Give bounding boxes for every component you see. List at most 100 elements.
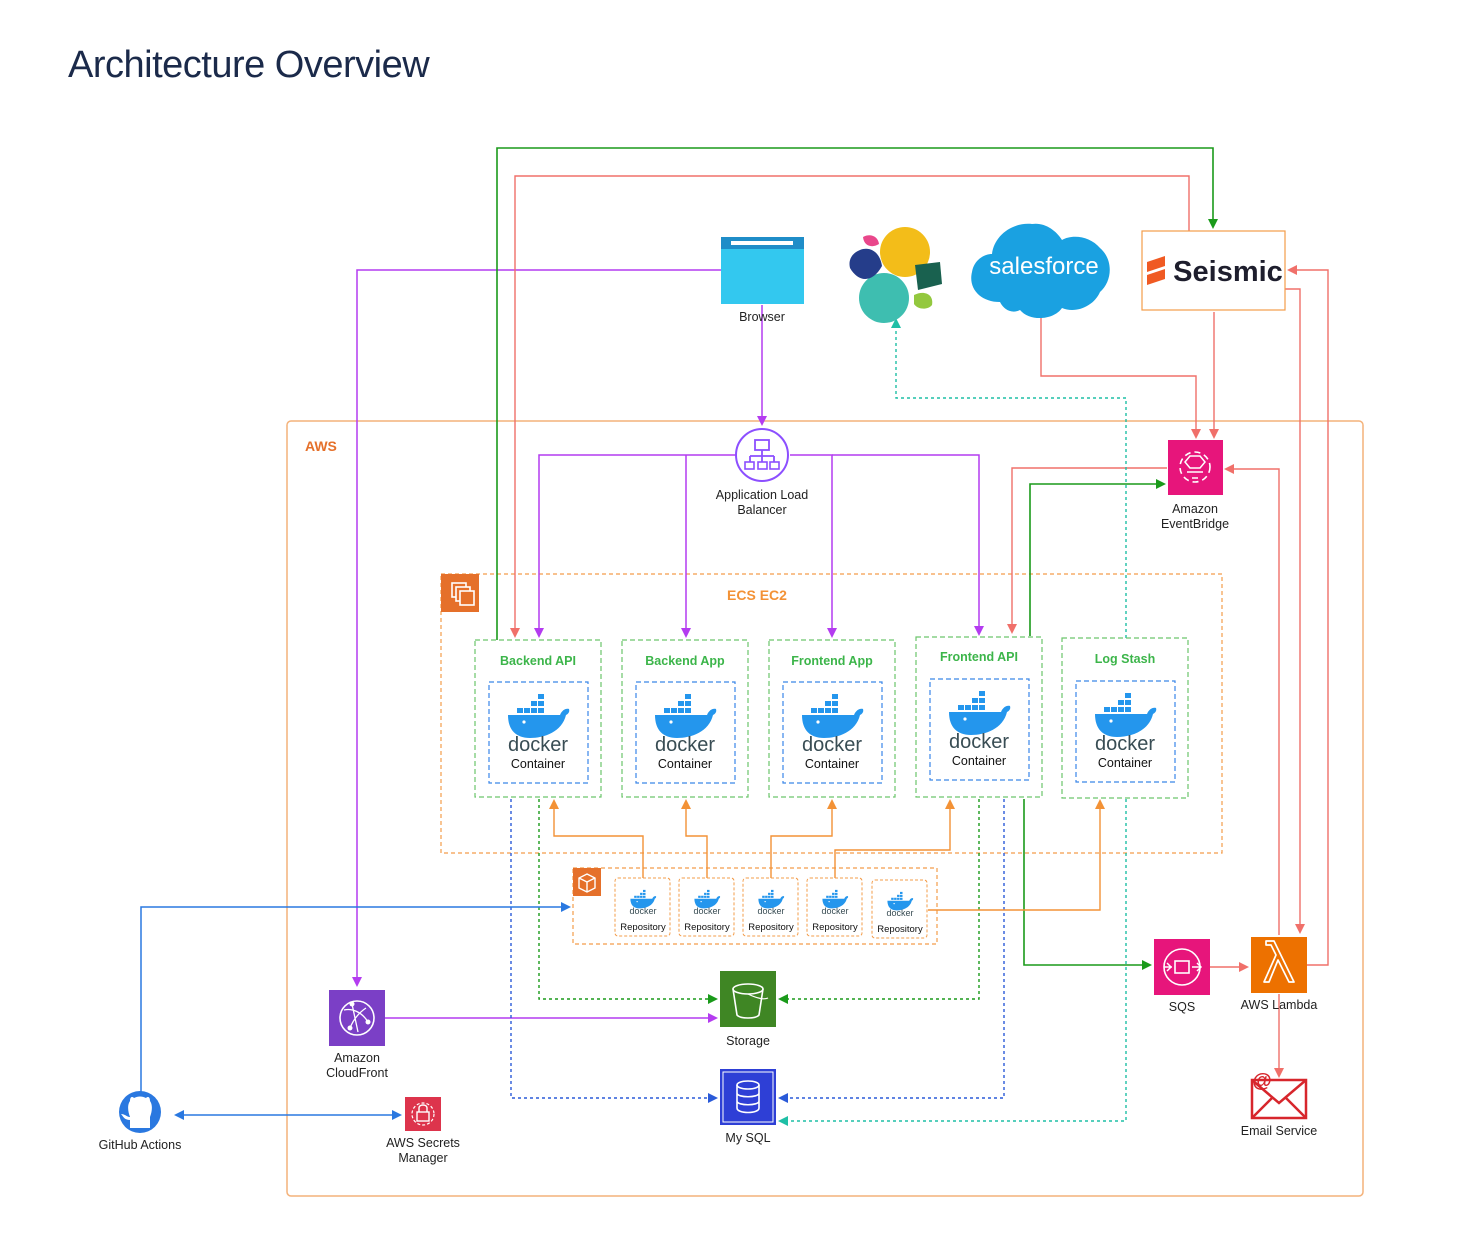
cloudfront-label-line1: Amazon bbox=[334, 1051, 380, 1065]
container-box bbox=[929, 678, 1030, 781]
ecr-group bbox=[572, 867, 938, 945]
browser-label: Browser bbox=[739, 310, 785, 324]
mysql-node: My SQL bbox=[720, 1069, 776, 1145]
service-frontend-api: Frontend API docker Container bbox=[915, 636, 1043, 798]
edge-github-ecr bbox=[140, 902, 571, 1095]
secrets-label-line2: Manager bbox=[398, 1151, 447, 1165]
service-title: Backend API bbox=[500, 654, 576, 668]
alb-label-line2: Balancer bbox=[737, 503, 786, 517]
repository-label: Repository bbox=[812, 922, 858, 933]
alb-label-line1: Application Load bbox=[716, 488, 808, 502]
docker-wordmark: docker bbox=[821, 906, 848, 916]
repository-label: Repository bbox=[748, 922, 794, 933]
storage-label: Storage bbox=[726, 1034, 770, 1048]
ecs-icon bbox=[441, 574, 479, 612]
edge-frontend-api-sqs bbox=[1023, 799, 1152, 970]
eventbridge-label-line1: Amazon bbox=[1172, 502, 1218, 516]
cloudfront-node: Amazon CloudFront bbox=[326, 990, 388, 1080]
lambda-node: AWS Lambda bbox=[1241, 937, 1318, 1012]
docker-wordmark: docker bbox=[693, 906, 720, 916]
aws-label: AWS bbox=[305, 438, 337, 454]
edge-logstash-mysql bbox=[778, 799, 1127, 1126]
elastic-logo bbox=[849, 227, 942, 323]
edge-repo4-frontend-api bbox=[834, 799, 955, 880]
salesforce-logo: salesforce bbox=[971, 223, 1110, 319]
edge-seismic-lambda bbox=[1285, 288, 1305, 934]
container-label: Container bbox=[805, 757, 859, 771]
docker-whale-icon bbox=[508, 694, 570, 738]
browser-node: Browser bbox=[721, 237, 804, 324]
sqs-label: SQS bbox=[1169, 1000, 1195, 1014]
docker-whale-icon bbox=[802, 694, 864, 738]
edge-alb-frontend-app bbox=[790, 454, 837, 638]
service-log-stash: Log Stash docker Container bbox=[1061, 637, 1189, 799]
docker-wordmark: docker bbox=[629, 906, 656, 916]
docker-wordmark: docker bbox=[1095, 733, 1155, 755]
service-backend-app: Backend App docker Container bbox=[621, 639, 749, 798]
github-label: GitHub Actions bbox=[99, 1138, 182, 1152]
edge-salesforce-eventbridge bbox=[1040, 312, 1201, 439]
email-node: @ Email Service bbox=[1241, 1070, 1317, 1138]
cloudfront-label-line2: CloudFront bbox=[326, 1066, 388, 1080]
eventbridge-node: Amazon EventBridge bbox=[1161, 440, 1229, 531]
repository-4: docker Repository bbox=[806, 877, 863, 937]
lambda-label: AWS Lambda bbox=[1241, 998, 1318, 1012]
ecr-icon bbox=[573, 868, 601, 896]
service-title: Frontend API bbox=[940, 650, 1018, 664]
edge-repo2-backend-app bbox=[681, 799, 708, 880]
edge-frontend-api-mysql bbox=[778, 799, 1005, 1103]
edge-alb-backend-api bbox=[534, 454, 736, 638]
email-label: Email Service bbox=[1241, 1124, 1317, 1138]
edge-repo3-frontend-app bbox=[770, 799, 837, 880]
sqs-node: SQS bbox=[1154, 939, 1210, 1014]
edge-repo1-backend-api bbox=[549, 799, 644, 880]
docker-wordmark: docker bbox=[886, 908, 913, 918]
mysql-label: My SQL bbox=[725, 1131, 770, 1145]
docker-wordmark: docker bbox=[757, 906, 784, 916]
repository-label: Repository bbox=[877, 924, 923, 935]
edge-alb-frontend-api bbox=[832, 454, 984, 636]
repository-2: docker Repository bbox=[678, 877, 735, 937]
container-box bbox=[635, 681, 736, 784]
docker-wordmark: docker bbox=[655, 734, 715, 756]
edge-eventbridge-frontend-api bbox=[1007, 467, 1167, 634]
seismic-wordmark: Seismic bbox=[1173, 256, 1283, 288]
ecs-ec2-group bbox=[440, 573, 1223, 854]
docker-whale-icon bbox=[949, 691, 1011, 735]
container-label: Container bbox=[658, 757, 712, 771]
docker-whale-icon bbox=[1095, 693, 1157, 737]
page-title: Architecture Overview bbox=[68, 44, 430, 86]
repository-5: docker Repository bbox=[871, 879, 928, 939]
github-actions-node: GitHub Actions bbox=[99, 1091, 182, 1152]
edge-lambda-eventbridge bbox=[1224, 464, 1280, 935]
secrets-label-line1: AWS Secrets bbox=[386, 1136, 460, 1150]
docker-wordmark: docker bbox=[802, 734, 862, 756]
container-box bbox=[782, 681, 883, 784]
edge-frontend-api-storage bbox=[778, 799, 980, 1004]
alb-node: Application Load Balancer bbox=[716, 428, 808, 517]
edge-backend-api-mysql bbox=[510, 799, 718, 1103]
edge-lambda-seismic bbox=[1287, 265, 1329, 966]
salesforce-wordmark: salesforce bbox=[989, 253, 1098, 280]
secrets-manager-node: AWS Secrets Manager bbox=[386, 1097, 460, 1165]
service-backend-api: Backend API docker Container bbox=[474, 639, 602, 798]
repository-label: Repository bbox=[684, 922, 730, 933]
service-title: Frontend App bbox=[791, 654, 873, 668]
service-title: Log Stash bbox=[1095, 652, 1155, 666]
at-sign-icon: @ bbox=[1252, 1070, 1272, 1092]
container-label: Container bbox=[511, 757, 565, 771]
edge-frontend-api-eventbridge bbox=[1029, 479, 1166, 636]
container-label: Container bbox=[952, 754, 1006, 768]
docker-wordmark: docker bbox=[508, 734, 568, 756]
edge-repo5-logstash bbox=[928, 799, 1105, 911]
repository-1: docker Repository bbox=[614, 877, 671, 937]
service-frontend-app: Frontend App docker Container bbox=[768, 639, 896, 798]
aws-boundary bbox=[286, 420, 1364, 1197]
docker-whale-icon bbox=[655, 694, 717, 738]
eventbridge-label-line2: EventBridge bbox=[1161, 517, 1229, 531]
repository-3: docker Repository bbox=[742, 877, 799, 937]
edge-browser-cloudfront bbox=[352, 269, 722, 987]
container-label: Container bbox=[1098, 756, 1152, 770]
container-box bbox=[1075, 680, 1176, 783]
